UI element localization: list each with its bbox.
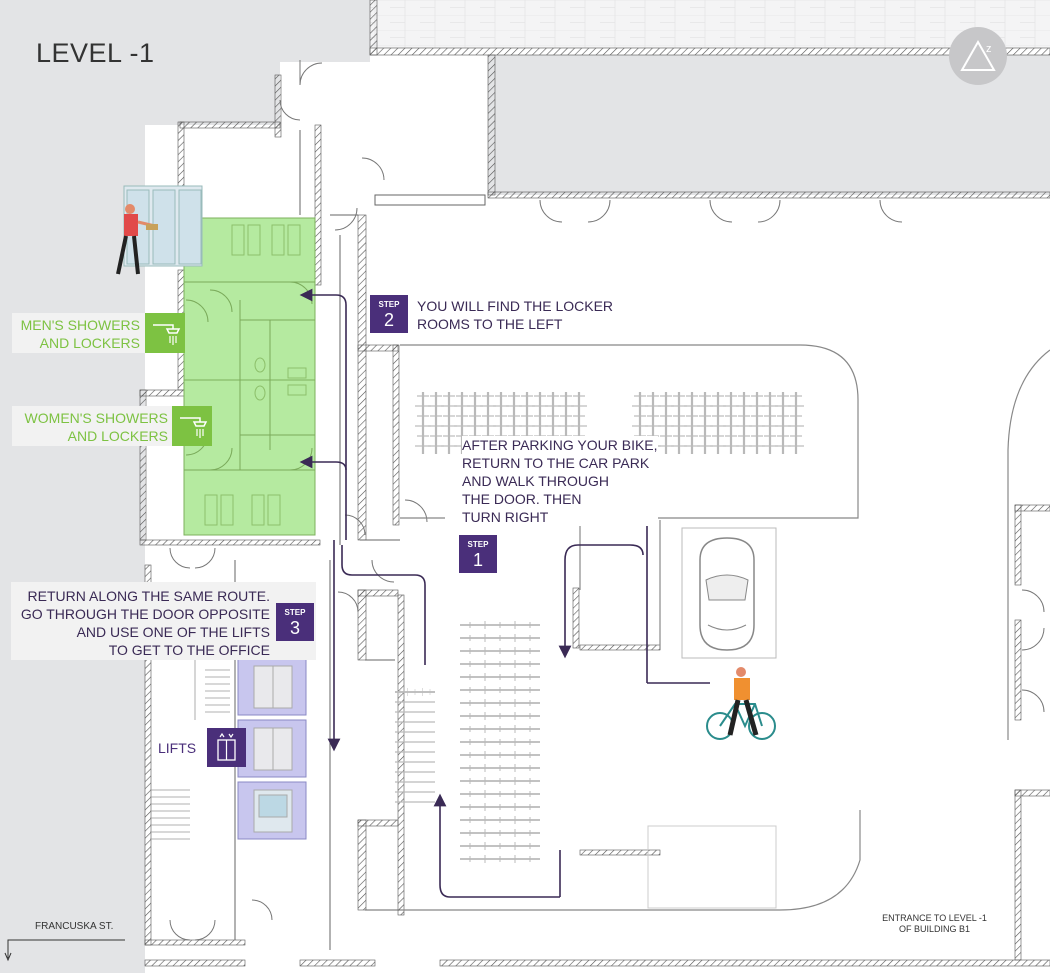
step-1-line: RETURN TO THE CAR PARK — [462, 455, 650, 471]
women-line: AND LOCKERS — [67, 428, 168, 444]
stairs — [150, 660, 230, 840]
entrance-line: ENTRANCE TO LEVEL -1 — [882, 913, 987, 923]
step-2-line: YOU WILL FIND THE LOCKER — [417, 298, 614, 314]
lift-icon — [207, 728, 246, 767]
step-1-line: THE DOOR. THEN — [462, 491, 582, 507]
shower-icon — [145, 313, 185, 353]
step-3-instruction: RETURN ALONG THE SAME ROUTE. GO THROUGH … — [14, 587, 270, 659]
step-1-badge: STEP 1 — [459, 535, 497, 573]
street-arrow — [4, 939, 125, 962]
step-3-line: GO THROUGH THE DOOR OPPOSITE — [20, 606, 270, 622]
bike-racks-west — [394, 687, 436, 803]
parking-bay — [647, 825, 777, 909]
route-paths — [299, 288, 710, 898]
step-3-panel — [11, 582, 316, 660]
step-2-line: ROOMS TO THE LEFT — [417, 316, 563, 332]
step-3-line: TO GET TO THE OFFICE — [108, 642, 270, 658]
compass-icon: z — [949, 27, 1007, 85]
step-1-line: AFTER PARKING YOUR BIKE, — [462, 437, 658, 453]
women-line: WOMEN'S SHOWERS — [24, 410, 168, 426]
step-number: 1 — [472, 550, 483, 570]
step-1-instruction: AFTER PARKING YOUR BIKE, RETURN TO THE C… — [462, 436, 658, 526]
step-number: 3 — [289, 618, 300, 638]
car-icon — [681, 527, 777, 659]
step-1-line: TURN RIGHT — [462, 509, 549, 525]
women-legend-panel — [12, 406, 172, 446]
step-label: STEP — [378, 300, 400, 309]
street-label: FRANCUSKA ST. — [35, 921, 114, 932]
step-3-badge: STEP 3 — [276, 603, 314, 641]
step-1-line: AND WALK THROUGH — [462, 473, 610, 489]
step-2-instruction: YOU WILL FIND THE LOCKER ROOMS TO THE LE… — [417, 297, 613, 333]
cyclist-person-icon — [727, 667, 759, 736]
step-2-badge: STEP 2 — [370, 295, 408, 333]
men-showers-label: MEN'S SHOWERS AND LOCKERS — [12, 316, 140, 352]
person-icon — [116, 204, 158, 275]
locker-rooms — [183, 217, 316, 536]
ramp-outline — [400, 344, 1050, 911]
lift-shafts — [237, 657, 307, 840]
paved-area — [370, 0, 1050, 48]
doors — [169, 60, 1045, 941]
step-3-line: AND USE ONE OF THE LIFTS — [76, 624, 270, 640]
men-line: MEN'S SHOWERS — [20, 317, 140, 333]
shower-icon — [172, 406, 212, 446]
step-3-line: RETURN ALONG THE SAME ROUTE. — [27, 588, 270, 604]
page-title: LEVEL -1 — [36, 38, 155, 68]
lift-car — [253, 665, 293, 833]
svg-text:z: z — [986, 43, 992, 55]
men-line: AND LOCKERS — [39, 335, 140, 351]
men-legend-panel — [12, 313, 145, 353]
lifts-label: LIFTS — [158, 740, 197, 756]
step-label: STEP — [284, 608, 306, 617]
entrance-label: ENTRANCE TO LEVEL -1 OF BUILDING B1 — [872, 913, 997, 935]
step-label: STEP — [467, 540, 489, 549]
entrance-line: OF BUILDING B1 — [898, 924, 970, 934]
step-number: 2 — [383, 310, 394, 330]
women-showers-label: WOMEN'S SHOWERS AND LOCKERS — [12, 409, 168, 445]
